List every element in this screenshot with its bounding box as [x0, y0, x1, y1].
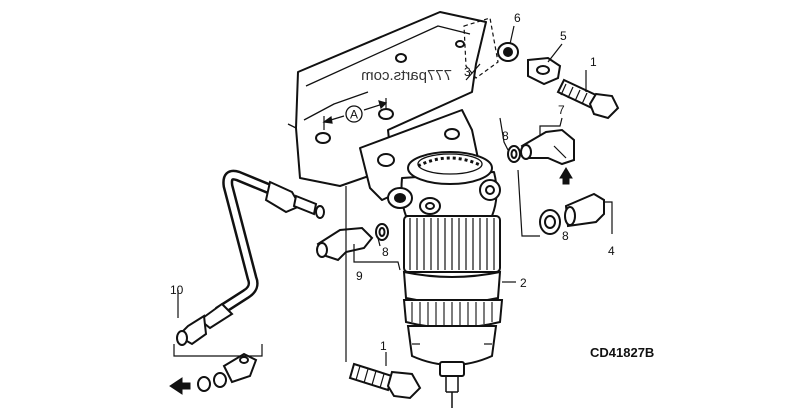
dimension-bubble: [345, 105, 363, 123]
clip-outline: [463, 17, 499, 79]
callout-8-left: 8: [382, 245, 389, 259]
mounting-bracket: [287, 11, 487, 187]
callout-8-right: 8: [562, 229, 569, 243]
water-separator-bowl: [406, 325, 498, 408]
callout-1-top: 1: [590, 55, 597, 69]
leader-lines: [177, 25, 613, 366]
bolt-bottom: [348, 362, 422, 400]
fuel-line-lower-fitting: [176, 302, 234, 346]
callout-9: 9: [356, 269, 363, 283]
seal-washer-8a: [507, 145, 521, 163]
watermark: 777parts.com: [361, 67, 452, 84]
elbow-fitting-7: [520, 128, 575, 166]
callout-3: 3: [464, 65, 471, 79]
seal-washer-8b: [375, 223, 389, 241]
dimension-bubble-label: A: [350, 108, 358, 122]
banjo-connector: [197, 352, 258, 392]
flow-arrow-left: [169, 377, 191, 395]
flow-arrow-up: [559, 167, 573, 185]
callout-6: 6: [514, 11, 521, 25]
callout-2: 2: [520, 276, 527, 290]
washer-5: [527, 56, 562, 86]
plug-fitting-4: [539, 192, 605, 235]
filter-element: [402, 215, 504, 329]
spacer-6: [497, 42, 519, 62]
bolt-top: [556, 78, 620, 120]
fuel-line-10: [215, 169, 275, 317]
callout-4: 4: [608, 244, 615, 258]
line-bracket-guide: [173, 344, 263, 357]
callout-1-bottom: 1: [380, 339, 387, 353]
elbow-fitting-9: [316, 226, 374, 262]
callout-7: 7: [558, 103, 565, 117]
callout-8-upper: 8: [502, 129, 509, 143]
fuel-line-upper-fitting: [264, 180, 325, 219]
dimension-a: [322, 98, 388, 130]
callout-5: 5: [560, 29, 567, 43]
filter-head: [359, 109, 501, 217]
figure-code: CD41827B: [590, 345, 654, 360]
callout-10: 10: [170, 283, 184, 297]
